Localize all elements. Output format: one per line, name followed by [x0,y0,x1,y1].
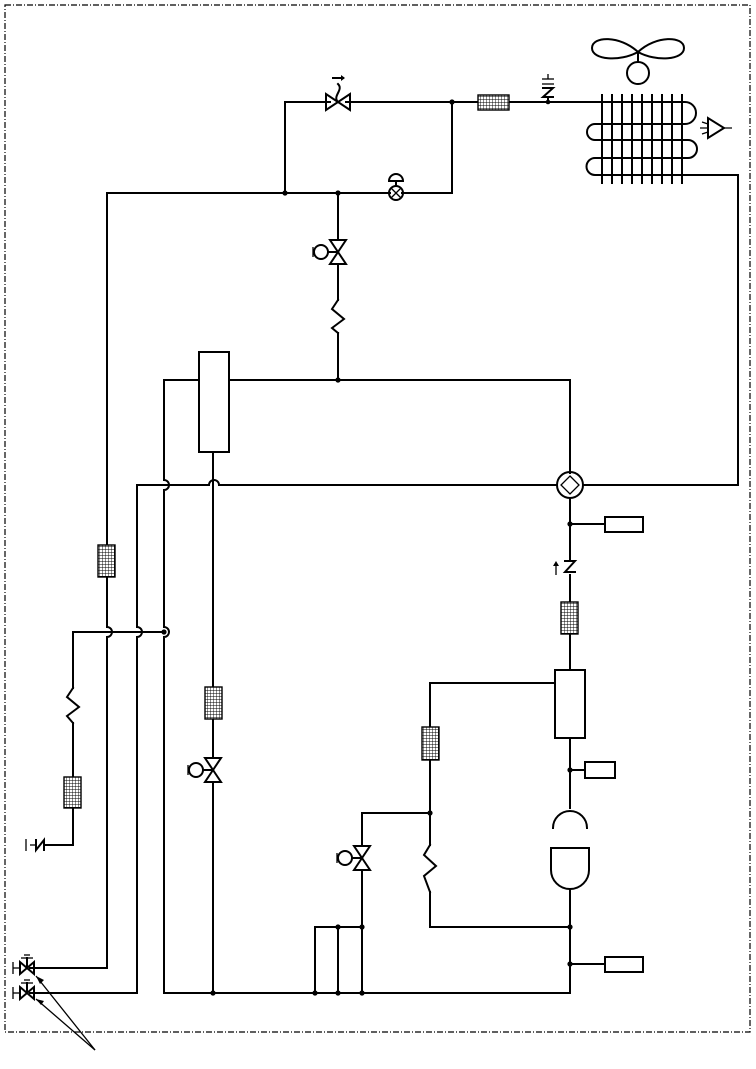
solenoid-valve-icon [387,173,405,201]
capillary-icon [330,298,346,335]
sensor-icon [584,761,616,779]
fan-icon [590,38,686,85]
sensor-icon [604,956,644,973]
filter-icon [421,726,440,761]
check-valve-icon [553,560,578,575]
capillary-icon [422,843,438,894]
piping [29,101,739,994]
tank-icon [554,669,586,739]
service-valve-icon [12,954,35,977]
expansion-valve-icon [325,75,351,112]
tank-icon [198,351,230,453]
sensor-icon [604,516,644,533]
filter-icon [477,94,510,111]
distributor-icon [700,116,732,140]
filter-icon [560,601,579,635]
compressor-icon [550,810,590,890]
filter-icon [97,544,116,578]
heat-exchanger-icon [585,94,698,184]
four-way-valve-icon [556,471,584,499]
service-valve-icon [12,979,35,1002]
leader-arrow-icon [35,975,96,1051]
filter-icon [204,686,223,720]
solenoid-valve-icon [336,845,372,871]
filter-icon [63,776,82,809]
check-valve-icon [25,837,45,853]
solenoid-valve-icon [312,239,348,265]
check-valve-icon [540,74,556,105]
diagram-border [4,4,751,1033]
solenoid-valve-icon [187,757,223,783]
junction-dots [161,99,573,996]
capillary-icon [65,686,81,725]
